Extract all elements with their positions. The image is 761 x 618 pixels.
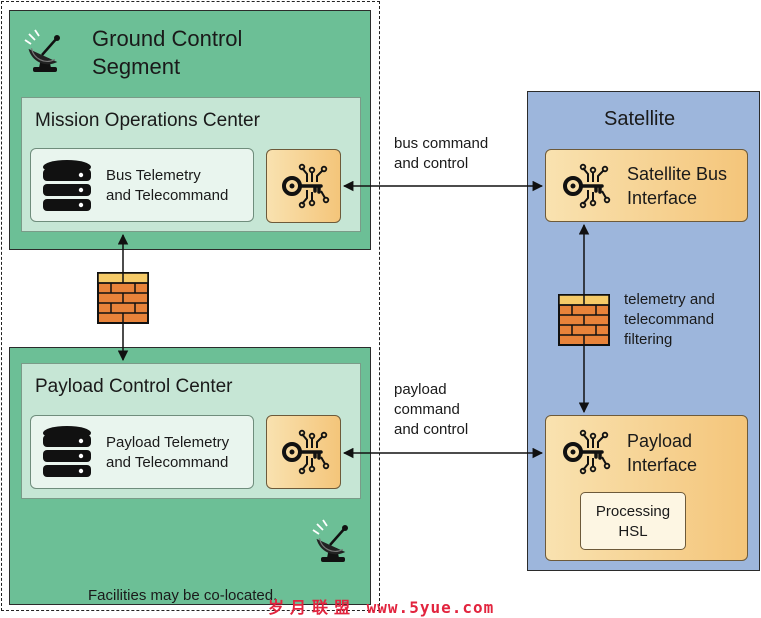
satellite-bus-interface — [545, 149, 748, 222]
sat-bus-line2: Interface — [627, 188, 698, 208]
key-chip-icon-moc — [282, 162, 331, 210]
satellite-bus-interface-label: Satellite Bus Interface — [627, 162, 727, 210]
sat-bus-line1: Satellite Bus — [627, 164, 728, 184]
page-title: Ground Control Segment — [92, 25, 332, 81]
hsl-line2: HSL — [618, 523, 648, 540]
filter-line3: filtering — [624, 331, 673, 348]
filter-line1: telemetry and — [624, 291, 715, 308]
bus-link-line1: bus command — [394, 135, 489, 152]
payload-link-line3: and control — [394, 421, 469, 438]
bus-telemetry-label: Bus Telemetry and Telecommand — [106, 166, 228, 206]
satellite-dish-icon — [23, 28, 62, 74]
watermark-cjk: 岁月联盟 — [268, 598, 357, 617]
payload-link-label: payload command and control — [394, 380, 468, 440]
filtering-label: telemetry and telecommand filtering — [624, 290, 715, 350]
payload-if-line1: Payload — [627, 431, 693, 451]
moc-title: Mission Operations Center — [35, 110, 260, 131]
key-chip-icon-pcc — [282, 428, 331, 476]
filter-line2: telecommand — [624, 311, 715, 328]
bus-db-line1: Bus Telemetry — [106, 167, 201, 184]
payload-db-line2: and Telecommand — [106, 454, 229, 471]
database-icon-bus — [43, 160, 91, 211]
processing-hsl: Processing HSL — [580, 492, 686, 550]
firewall-icon-satellite — [558, 294, 610, 346]
payload-interface-label: Payload Interface — [627, 429, 697, 477]
hsl-line1: Processing — [595, 503, 671, 520]
satellite-dish-icon-bottom — [311, 518, 350, 564]
satellite-title: Satellite — [604, 108, 676, 130]
ground-title-line2: Segment — [92, 54, 181, 79]
bus-link-line2: and control — [394, 155, 469, 172]
ground-title-line1: Ground Control — [92, 26, 243, 51]
watermark: 岁月联盟 www.5yue.com — [268, 594, 494, 618]
key-chip-icon-sat-bus — [563, 162, 612, 210]
bus-link-label: bus command and control — [394, 134, 488, 174]
co-location-frame — [1, 1, 380, 611]
payload-link-line1: payload — [394, 381, 447, 398]
key-chip-icon-payload — [563, 428, 612, 476]
pcc-title: Payload Control Center — [35, 376, 233, 397]
watermark-url: www.5yue.com — [366, 598, 495, 617]
firewall-icon-ground — [97, 272, 149, 324]
payload-db-line1: Payload Telemetry — [106, 434, 230, 451]
payload-telemetry-label: Payload Telemetry and Telecommand — [106, 433, 229, 473]
bus-db-line2: and Telecommand — [106, 187, 229, 204]
payload-link-line2: command — [394, 401, 460, 418]
payload-if-line2: Interface — [627, 455, 698, 475]
database-icon-payload — [43, 426, 91, 477]
co-location-note: Facilities may be co-located. — [88, 587, 278, 604]
